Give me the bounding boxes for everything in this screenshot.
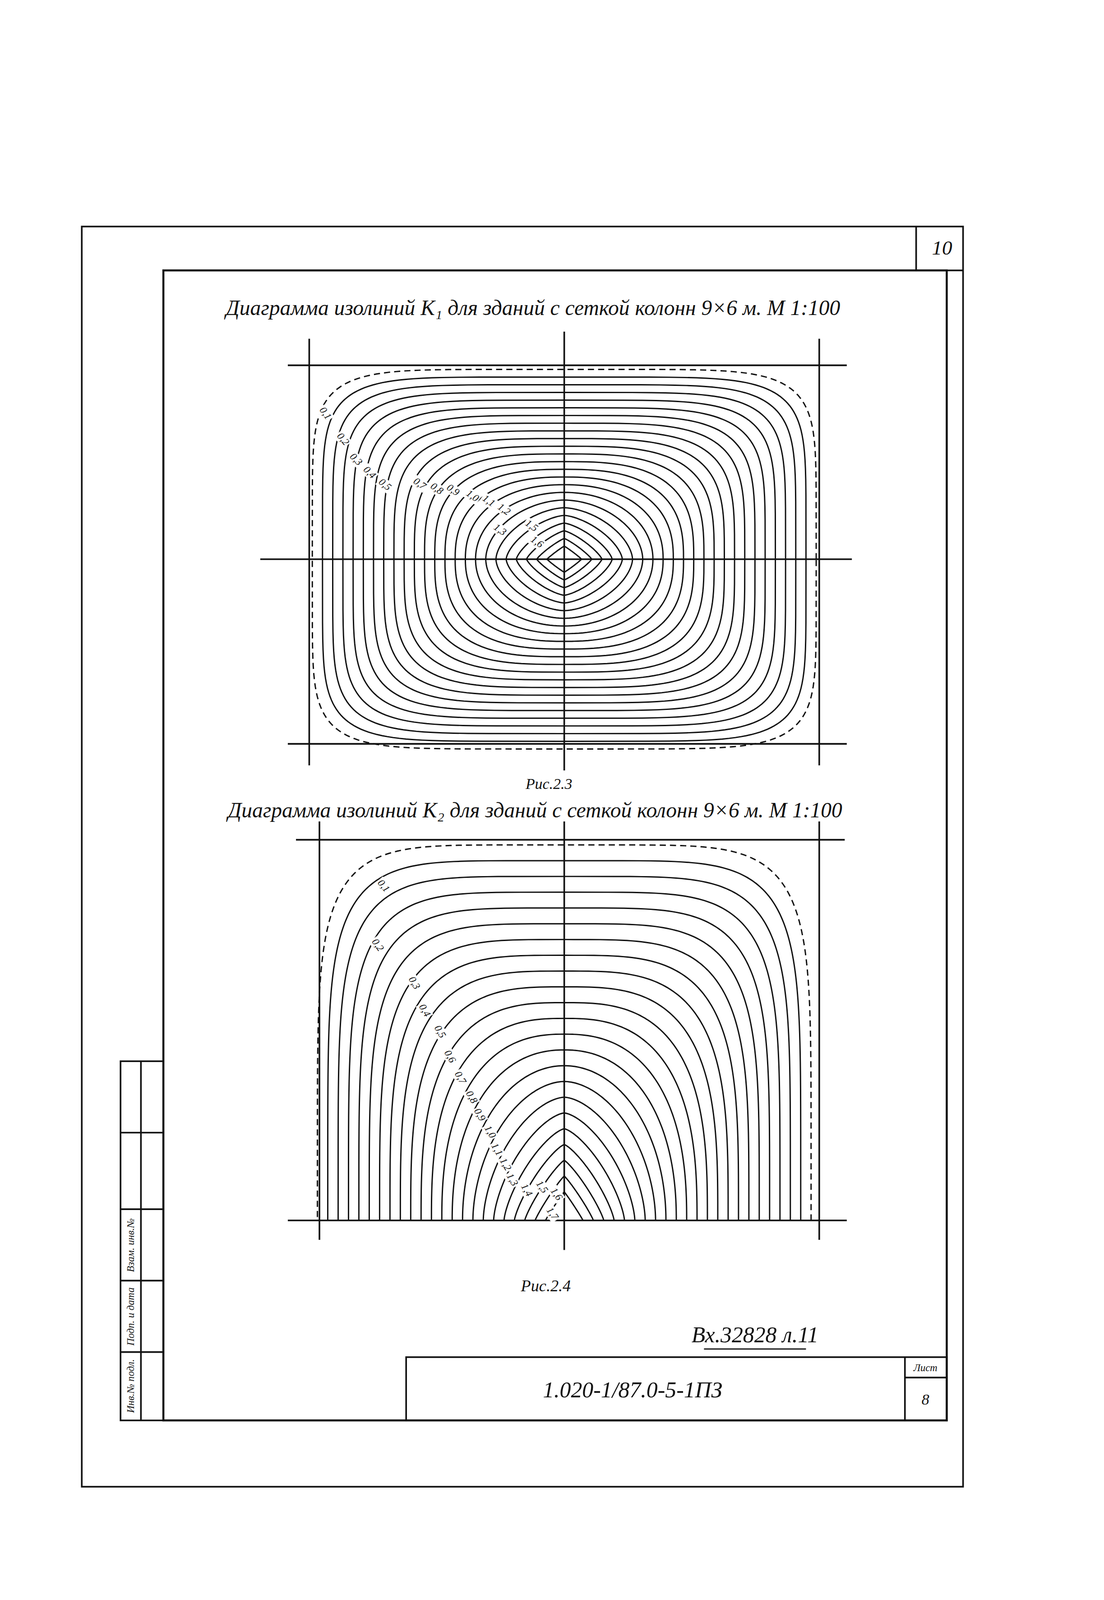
column-axis: [295, 838, 845, 841]
stamp-field: Взам. инв.№: [124, 1216, 137, 1274]
isoline: [312, 369, 817, 749]
isoline-value: 0,7: [451, 1067, 470, 1087]
isoline-value: 1,6: [526, 532, 546, 551]
isoline: [389, 955, 739, 1220]
isoline-value: 0,3: [346, 449, 366, 469]
isoline: [536, 538, 592, 580]
isoline: [420, 1002, 708, 1220]
isoline: [441, 1033, 687, 1220]
stamp-field: Инв.№ подл.: [124, 1357, 137, 1414]
isoline-value: 1,2: [494, 500, 514, 519]
isoline: [342, 392, 786, 726]
isoline: [485, 499, 643, 619]
isoline-value: 0,1: [316, 403, 335, 423]
isoline: [424, 453, 704, 665]
column-axis: [818, 821, 821, 1240]
column-axis: [563, 331, 566, 771]
isoline: [400, 970, 729, 1220]
isoline: [475, 492, 653, 626]
isoline: [516, 522, 613, 596]
column-axis: [287, 364, 847, 367]
isoline: [506, 515, 623, 603]
isoline: [383, 423, 745, 696]
isoline-value: 1,1: [488, 1139, 506, 1159]
isoline-value: 1,5: [532, 1177, 551, 1197]
isoline: [455, 476, 674, 642]
isoline: [317, 844, 812, 1220]
isoline: [514, 1144, 615, 1220]
stamp-strip: [120, 1060, 164, 1420]
isoline-value: 0,3: [405, 973, 424, 993]
sheet-cell: [904, 1356, 906, 1420]
isoline-value: 1,6: [547, 1184, 566, 1204]
isoline: [546, 545, 582, 573]
isoline: [483, 1096, 646, 1220]
outer-frame: [81, 226, 963, 1487]
isoline: [369, 923, 759, 1220]
isoline: [493, 1112, 635, 1220]
isoline: [431, 1017, 698, 1220]
isoline-value: 0,2: [368, 935, 387, 955]
figure-caption: Рис.2.4: [519, 1276, 573, 1295]
isoline: [393, 430, 735, 688]
stamp-strip: [120, 1131, 164, 1134]
isoline: [462, 1065, 666, 1220]
figure-caption: Рис.2.3: [524, 775, 574, 792]
stamp-strip: [120, 1207, 164, 1210]
column-axis: [818, 338, 821, 766]
isoline: [444, 469, 684, 649]
column-axis: [308, 338, 311, 766]
inner-frame: [163, 270, 947, 1420]
isoline-value: 0,5: [430, 1021, 449, 1041]
isoline: [373, 415, 755, 703]
stamp-field: Подп. и дата: [124, 1285, 137, 1347]
isoline: [410, 986, 718, 1220]
isoline: [358, 907, 770, 1220]
isoline-value: 0,5: [374, 475, 394, 495]
isoline-value: 1,5: [521, 516, 541, 535]
page-number-box: [916, 226, 964, 271]
stamp-strip: [120, 1350, 164, 1353]
isoline: [414, 446, 715, 672]
isoline: [434, 461, 694, 657]
isoline-value: 0,9: [443, 480, 463, 499]
column-axis: [260, 558, 852, 560]
isoline: [465, 484, 663, 634]
isoline-value: 1,0: [462, 486, 482, 505]
column-axis: [287, 742, 847, 745]
isoline: [322, 376, 807, 741]
isoline: [327, 860, 801, 1220]
registration-note: Вх.32828 л.11: [690, 1322, 820, 1348]
stamp-strip: [140, 1060, 143, 1420]
document-code: 1.020-1/87.0-5-1ПЗ: [541, 1377, 724, 1403]
isoline: [404, 438, 725, 680]
isoline: [495, 507, 633, 611]
isoline: [363, 407, 766, 711]
isoline: [337, 876, 790, 1220]
page-number: 10: [930, 236, 954, 260]
sheet-cell: [905, 1376, 947, 1378]
sheet-number: 8: [920, 1390, 931, 1408]
underline: [703, 1347, 806, 1349]
column-axis: [318, 821, 321, 1240]
isoline: [332, 384, 796, 734]
isoline: [524, 1159, 604, 1220]
isoline: [452, 1049, 677, 1220]
column-axis: [287, 1219, 847, 1221]
column-axis: [563, 821, 566, 1250]
isoline: [526, 530, 602, 588]
diagram-heading: Диаграмма изолиний K₁ для зданий с сетко…: [224, 295, 842, 320]
isoline: [472, 1080, 656, 1220]
isoline: [503, 1128, 625, 1220]
sheet-label: Лист: [912, 1361, 939, 1373]
diagram-heading: Диаграмма изолиний K₂ для зданий с сетко…: [226, 798, 844, 822]
isoline: [379, 939, 749, 1220]
stamp-strip: [120, 1279, 164, 1282]
isoline-value: 0,7: [409, 474, 429, 493]
isoline: [353, 400, 776, 719]
isoline: [348, 891, 780, 1220]
title-block: [406, 1356, 947, 1420]
